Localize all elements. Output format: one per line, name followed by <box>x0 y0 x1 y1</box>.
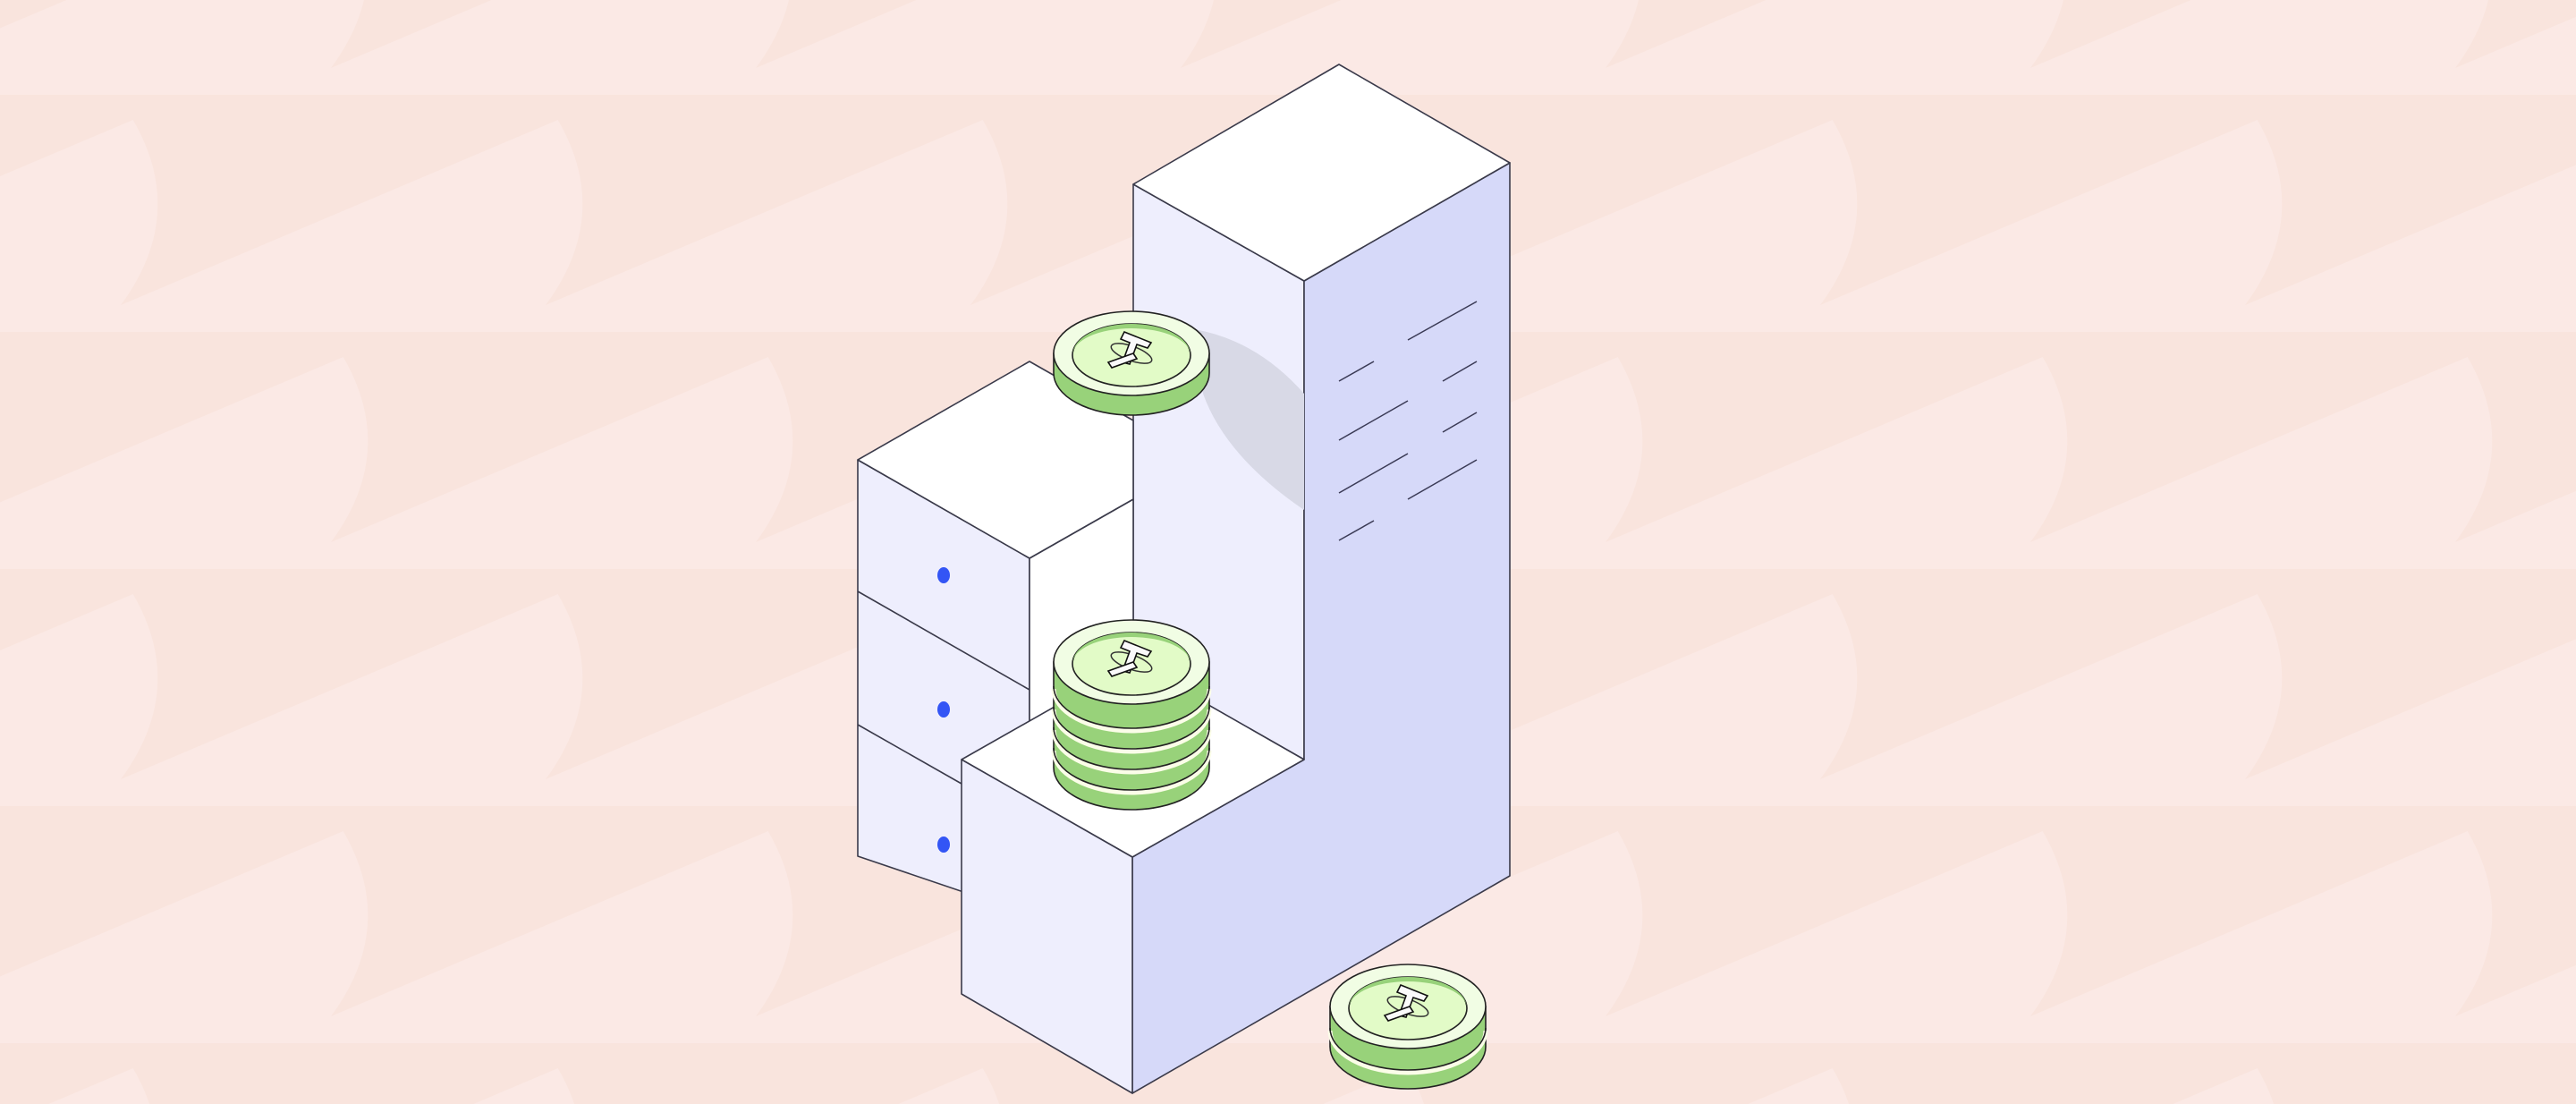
coin-stack <box>1051 619 1212 811</box>
tall-building <box>1131 64 1511 1094</box>
drawer-knob-1[interactable] <box>937 567 950 583</box>
drawer-knob-2[interactable] <box>937 701 950 718</box>
coin-single-top <box>1053 310 1210 416</box>
coin-pair-floor <box>1327 964 1488 1090</box>
drawer-knob-3[interactable] <box>937 836 950 853</box>
coin-shadow <box>1194 329 1304 510</box>
tall-building-top-face <box>1132 64 1511 282</box>
window-lines <box>1338 301 1478 541</box>
front-block-left-face <box>961 759 1133 1094</box>
